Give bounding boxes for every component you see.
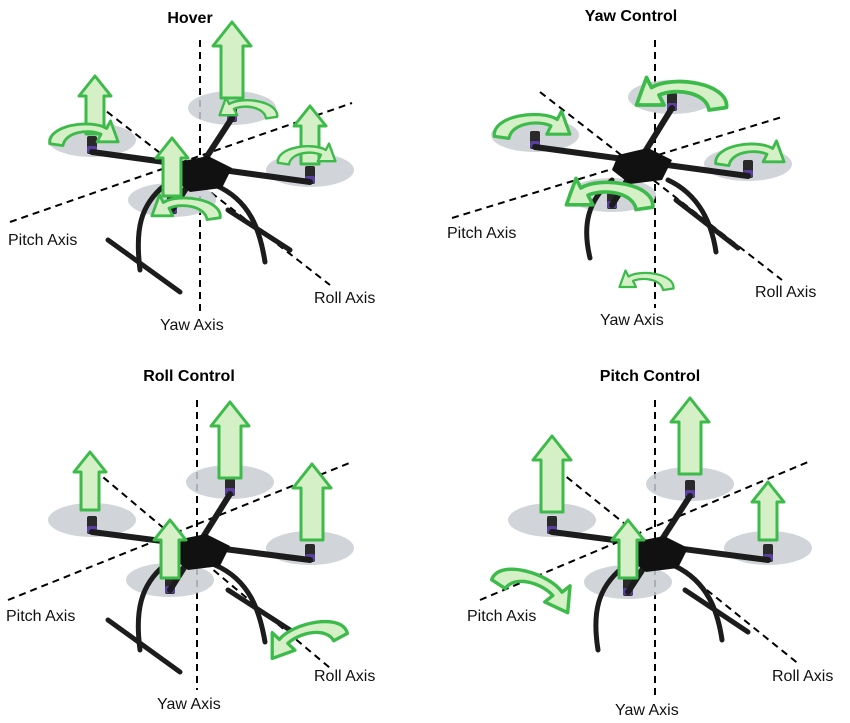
roll-yaw-axis-label: Yaw Axis xyxy=(157,696,221,713)
hover-roll-axis-label: Roll Axis xyxy=(314,290,376,307)
roll-control-title: Roll Control xyxy=(143,368,235,385)
panel-roll xyxy=(7,400,354,690)
hover-pitch-axis-label: Pitch Axis xyxy=(8,232,78,249)
pitch-thrust-arrow-1 xyxy=(531,434,573,514)
pitch-thrust-arrow-2 xyxy=(669,396,711,476)
yaw-roll-axis-line xyxy=(539,91,783,281)
hover-thrust-arrow-2 xyxy=(211,20,253,100)
pitch-control-title: Pitch Control xyxy=(599,368,701,385)
pitch-center-body xyxy=(628,536,688,572)
pitch-yaw-axis-label: Yaw Axis xyxy=(615,702,679,719)
pitch-roll-axis-label: Roll Axis xyxy=(772,668,834,685)
hover-yaw-axis-label: Yaw Axis xyxy=(160,317,224,334)
pitch-thrust-arrow-3 xyxy=(750,480,786,542)
yaw-pitch-axis-label: Pitch Axis xyxy=(447,225,517,242)
panel-yaw xyxy=(451,40,792,308)
roll-center-body xyxy=(170,534,230,570)
yaw-rotation-indicator-arrow xyxy=(618,269,675,292)
yaw-roll-axis-label: Roll Axis xyxy=(755,284,817,301)
roll-rotation-indicator-arrow xyxy=(262,606,350,665)
panel-pitch xyxy=(479,396,812,700)
panel-hover xyxy=(9,20,354,312)
roll-thrust-arrow-3 xyxy=(291,462,333,542)
yaw-yaw-axis-label: Yaw Axis xyxy=(600,312,664,329)
hover-center-body xyxy=(172,156,232,192)
pitch-pitch-axis-label: Pitch Axis xyxy=(467,608,537,625)
roll-thrust-arrow-1 xyxy=(72,450,108,512)
roll-roll-axis-label: Roll Axis xyxy=(314,668,376,685)
roll-pitch-axis-label: Pitch Axis xyxy=(6,608,76,625)
yaw-center-body xyxy=(612,148,672,184)
yaw-control-title: Yaw Control xyxy=(584,8,678,25)
hover-roll-axis-line xyxy=(87,96,331,286)
hover-title: Hover xyxy=(167,10,213,27)
